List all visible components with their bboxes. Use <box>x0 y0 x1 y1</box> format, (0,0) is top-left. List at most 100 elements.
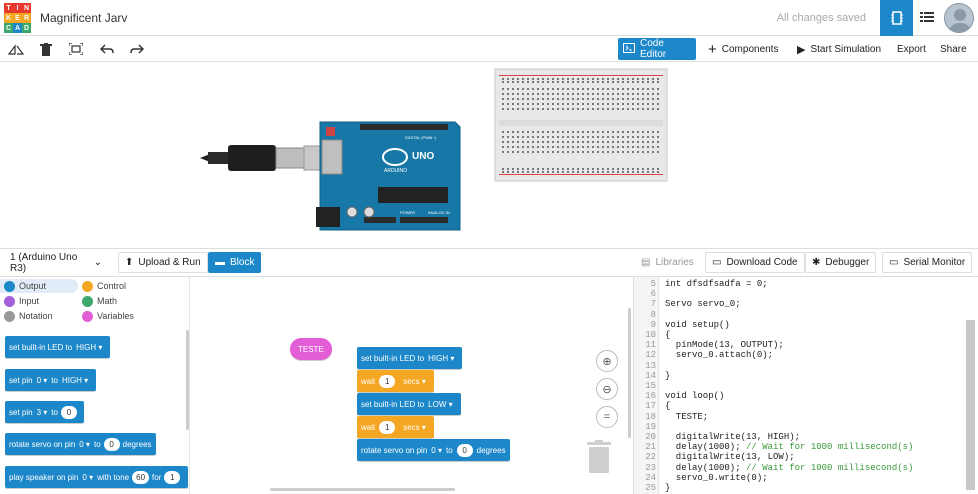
upload-run-button[interactable]: ⬆ Upload & Run <box>118 252 208 273</box>
start-simulation-button[interactable]: ▶ Start Simulation <box>792 38 886 60</box>
value-input[interactable]: 0 <box>103 437 120 451</box>
components-button[interactable]: + Components <box>703 38 783 60</box>
breadboard-hole <box>512 131 514 133</box>
redo-icon[interactable] <box>127 40 147 58</box>
code-line[interactable]: 23 delay(1000); // Wait for 1000 millise… <box>634 463 913 473</box>
code-line[interactable]: 6 <box>634 289 656 299</box>
palette-block-rotate-servo[interactable]: rotate servo on pin 0 ▾ to 0 degrees <box>5 433 156 455</box>
block-mode-button[interactable]: ▬ Block <box>208 252 262 273</box>
block-dropdown[interactable]: 0 ▾ <box>36 375 48 385</box>
zoom-in-button[interactable]: ⊕ <box>596 350 618 372</box>
code-line[interactable]: 24 servo_0.write(0); <box>634 473 767 483</box>
category-input[interactable]: Input <box>4 294 39 308</box>
block-dropdown[interactable]: secs ▾ <box>403 422 426 432</box>
category-output[interactable]: Output <box>0 279 78 293</box>
reset-zoom-button[interactable]: = <box>596 406 618 428</box>
breadboard-hole <box>597 168 599 170</box>
block-dropdown[interactable]: secs ▾ <box>403 376 426 386</box>
block-dropdown[interactable]: LOW ▾ <box>428 399 453 409</box>
breadboard-hole <box>547 131 549 133</box>
palette-block-set-pin-analog[interactable]: set pin 3 ▾ to 0 <box>5 401 84 423</box>
block-text: wait <box>361 376 376 386</box>
schematic-list-button[interactable] <box>910 0 943 36</box>
code-line[interactable]: 15 <box>634 381 656 391</box>
palette-block-set-pin-digital[interactable]: set pin 0 ▾ to HIGH ▾ <box>5 369 97 391</box>
libraries-button[interactable]: ▤ Libraries <box>634 252 701 273</box>
editor-scrollbar[interactable] <box>966 320 975 490</box>
circuit-view-button[interactable] <box>880 0 913 36</box>
debugger-button[interactable]: ✱ Debugger <box>805 252 877 273</box>
category-notation[interactable]: Notation <box>4 309 53 323</box>
download-code-button[interactable]: ▭ Download Code <box>705 252 805 273</box>
code-line[interactable]: 19 <box>634 422 656 432</box>
value-input[interactable]: 60 <box>132 470 150 484</box>
serial-monitor-button[interactable]: ▭ Serial Monitor <box>882 252 973 273</box>
wait-block[interactable]: wait 1 secs ▾ <box>357 416 434 438</box>
rotate-servo-block[interactable]: rotate servo on pin 0 ▾ to 0 degrees <box>357 439 510 461</box>
code-line[interactable]: 14} <box>634 371 670 381</box>
circuit-canvas[interactable]: UNO ARDUINO DIGITAL (PWM~) POWER ANALOG … <box>0 62 978 248</box>
breadboard[interactable] <box>494 68 668 182</box>
export-button[interactable]: Export <box>892 38 931 60</box>
block-dropdown[interactable]: 0 ▾ <box>79 439 90 449</box>
value-input[interactable]: 0 <box>60 405 77 419</box>
project-title[interactable]: Magnificent Jarv <box>40 11 128 25</box>
value-input[interactable]: 1 <box>379 374 396 388</box>
value-input[interactable]: 1 <box>379 420 396 434</box>
code-line[interactable]: 17{ <box>634 401 670 411</box>
code-line[interactable]: 22 digitalWrite(13, LOW); <box>634 452 794 462</box>
block-dropdown[interactable]: HIGH ▾ <box>76 342 103 352</box>
category-variables[interactable]: Variables <box>82 309 134 323</box>
device-select[interactable]: 1 (Arduino Uno R3) ⌄ <box>4 252 108 274</box>
trash-icon[interactable] <box>587 440 611 477</box>
workspace-hscrollbar[interactable] <box>270 488 455 491</box>
block-dropdown[interactable]: 3 ▾ <box>36 407 48 417</box>
breadboard-hole <box>607 141 609 143</box>
wait-block[interactable]: wait 1 secs ▾ <box>357 370 434 392</box>
code-line[interactable]: 10{ <box>634 330 670 340</box>
comment-block[interactable]: TESTE <box>290 338 332 360</box>
block-dropdown[interactable]: HIGH ▾ <box>428 353 455 363</box>
block-dropdown[interactable]: 0 ▾ <box>431 445 442 455</box>
rotate-icon[interactable] <box>6 40 26 58</box>
code-editor-button[interactable]: Code Editor <box>618 38 696 60</box>
palette-scrollbar[interactable] <box>186 330 189 430</box>
palette-block-set-led[interactable]: set built-in LED to HIGH ▾ <box>5 336 111 358</box>
block-dropdown[interactable]: HIGH ▾ <box>61 375 89 385</box>
undo-icon[interactable] <box>97 40 117 58</box>
set-led-high-block[interactable]: set built-in LED to HIGH ▾ <box>357 347 463 369</box>
code-line[interactable]: 18 TESTE; <box>634 412 708 422</box>
breadboard-hole <box>502 93 504 95</box>
palette-block-play-speaker[interactable]: play speaker on pin 0 ▾ with tone 60 for… <box>5 466 188 488</box>
block-workspace[interactable]: TESTE set built-in LED to HIGH ▾ wait 1 … <box>190 277 633 494</box>
board-brand: ARDUINO <box>384 168 407 174</box>
code-line[interactable]: 21 delay(1000); // Wait for 1000 millise… <box>634 442 913 452</box>
fit-view-icon[interactable] <box>66 40 86 58</box>
share-button[interactable]: Share <box>935 38 972 60</box>
code-line[interactable]: 13 <box>634 361 656 371</box>
category-control[interactable]: Control <box>82 279 126 293</box>
delete-icon[interactable] <box>36 40 56 58</box>
arduino-uno-board[interactable]: UNO ARDUINO DIGITAL (PWM~) POWER ANALOG … <box>316 121 461 231</box>
code-line[interactable]: 20 digitalWrite(13, HIGH); <box>634 432 800 442</box>
breadboard-hole <box>577 136 579 138</box>
zoom-out-button[interactable]: ⊖ <box>596 378 618 400</box>
code-line[interactable]: 12 servo_0.attach(0); <box>634 350 773 360</box>
block-dropdown[interactable]: 0 ▾ <box>82 472 94 482</box>
category-math[interactable]: Math <box>82 294 117 308</box>
code-line[interactable]: 11 pinMode(13, OUTPUT); <box>634 340 784 350</box>
value-input[interactable]: 1 <box>164 470 181 484</box>
code-line[interactable]: 8 <box>634 310 656 320</box>
user-avatar[interactable] <box>944 3 974 33</box>
code-line[interactable]: 25} <box>634 483 670 493</box>
set-led-low-block[interactable]: set built-in LED to LOW ▾ <box>357 393 461 415</box>
value-input[interactable]: 0 <box>456 443 473 457</box>
usb-cable[interactable] <box>200 145 341 171</box>
workspace-scrollbar[interactable] <box>628 308 631 438</box>
